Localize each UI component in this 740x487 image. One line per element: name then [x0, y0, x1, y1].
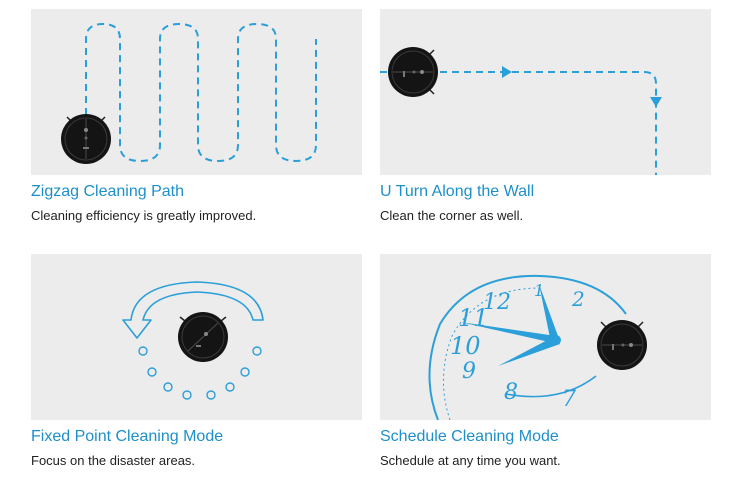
numeral-9: 9	[462, 359, 476, 384]
numeral-1: 1	[534, 281, 544, 300]
clock-hands	[460, 284, 561, 366]
clock-numerals: 12 1 2 11 10 9 8 7	[450, 281, 585, 412]
dot-ring	[138, 346, 262, 400]
robot-vacuum-icon	[388, 47, 438, 97]
fixed-point-illustration	[31, 254, 362, 420]
numeral-8: 8	[504, 380, 518, 405]
numeral-7: 7	[562, 387, 576, 412]
rotation-arrow-icon	[122, 281, 264, 339]
clock-face	[428, 274, 627, 420]
zigzag-illustration	[31, 9, 362, 175]
feature-description: Focus on the disaster areas.	[31, 453, 196, 468]
zigzag-path	[85, 22, 317, 163]
feature-description: Schedule at any time you want.	[380, 453, 561, 468]
feature-title: Zigzag Cleaning Path	[31, 183, 184, 200]
robot-vacuum-icon	[61, 114, 111, 164]
schedule-illustration: 12 1 2 11 10 9 8 7	[380, 254, 711, 420]
numeral-10: 10	[450, 332, 481, 360]
feature-title: Fixed Point Cleaning Mode	[31, 428, 224, 445]
feature-title: Schedule Cleaning Mode	[380, 428, 559, 445]
feature-title: U Turn Along the Wall	[380, 183, 535, 200]
feature-description: Clean the corner as well.	[380, 208, 524, 223]
numeral-11: 11	[458, 304, 489, 332]
arrow-right-icon	[502, 66, 512, 78]
robot-vacuum-icon	[597, 320, 647, 370]
robot-vacuum-icon	[178, 312, 228, 362]
numeral-12: 12	[483, 290, 511, 315]
arrow-down-icon	[650, 97, 662, 107]
numeral-2: 2	[571, 287, 585, 311]
u-turn-illustration	[380, 9, 711, 175]
feature-description: Cleaning efficiency is greatly improved.	[31, 208, 257, 223]
u-turn-path	[380, 71, 657, 175]
